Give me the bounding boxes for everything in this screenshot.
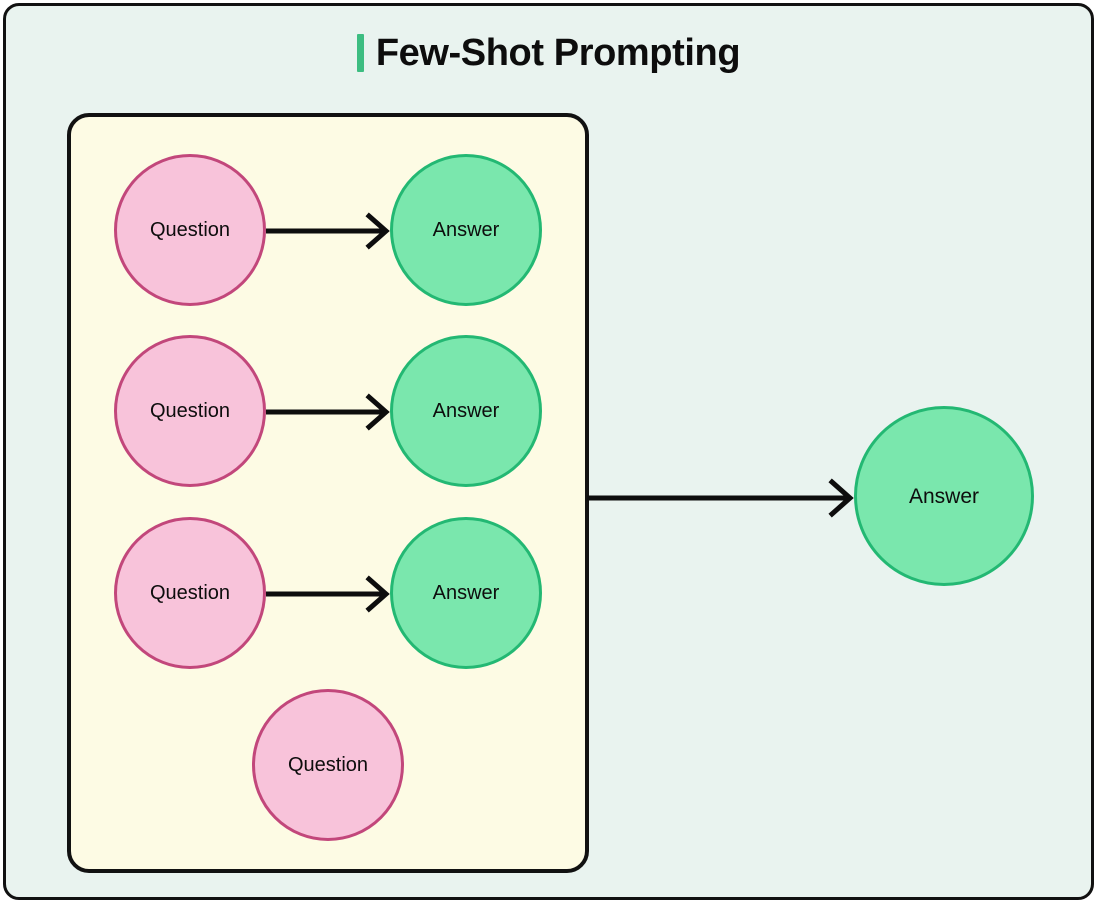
title-accent-bar xyxy=(356,34,364,72)
answer-node-1[interactable]: Answer xyxy=(390,154,542,306)
question-node-3[interactable]: Question xyxy=(114,517,266,669)
output-answer-label: Answer xyxy=(908,484,980,508)
diagram-canvas: Few-Shot Prompting Question Answer Quest… xyxy=(3,3,1094,900)
answer-node-3[interactable]: Answer xyxy=(390,517,542,669)
answer-node-3-label: Answer xyxy=(432,582,500,604)
output-answer-node[interactable]: Answer xyxy=(854,406,1034,586)
answer-node-2-label: Answer xyxy=(432,400,500,422)
question-node-1-label: Question xyxy=(149,219,231,241)
final-query-question-node[interactable]: Question xyxy=(252,689,404,841)
title-text: Few-Shot Prompting xyxy=(375,31,741,74)
page-title: Few-Shot Prompting xyxy=(6,25,1091,81)
answer-node-1-label: Answer xyxy=(432,219,500,241)
final-query-question-label: Question xyxy=(287,754,369,776)
question-node-2[interactable]: Question xyxy=(114,335,266,487)
question-node-3-label: Question xyxy=(149,582,231,604)
arrow-prompt-to-output-answer xyxy=(587,478,854,518)
answer-node-2[interactable]: Answer xyxy=(390,335,542,487)
question-node-2-label: Question xyxy=(149,400,231,422)
question-node-1[interactable]: Question xyxy=(114,154,266,306)
